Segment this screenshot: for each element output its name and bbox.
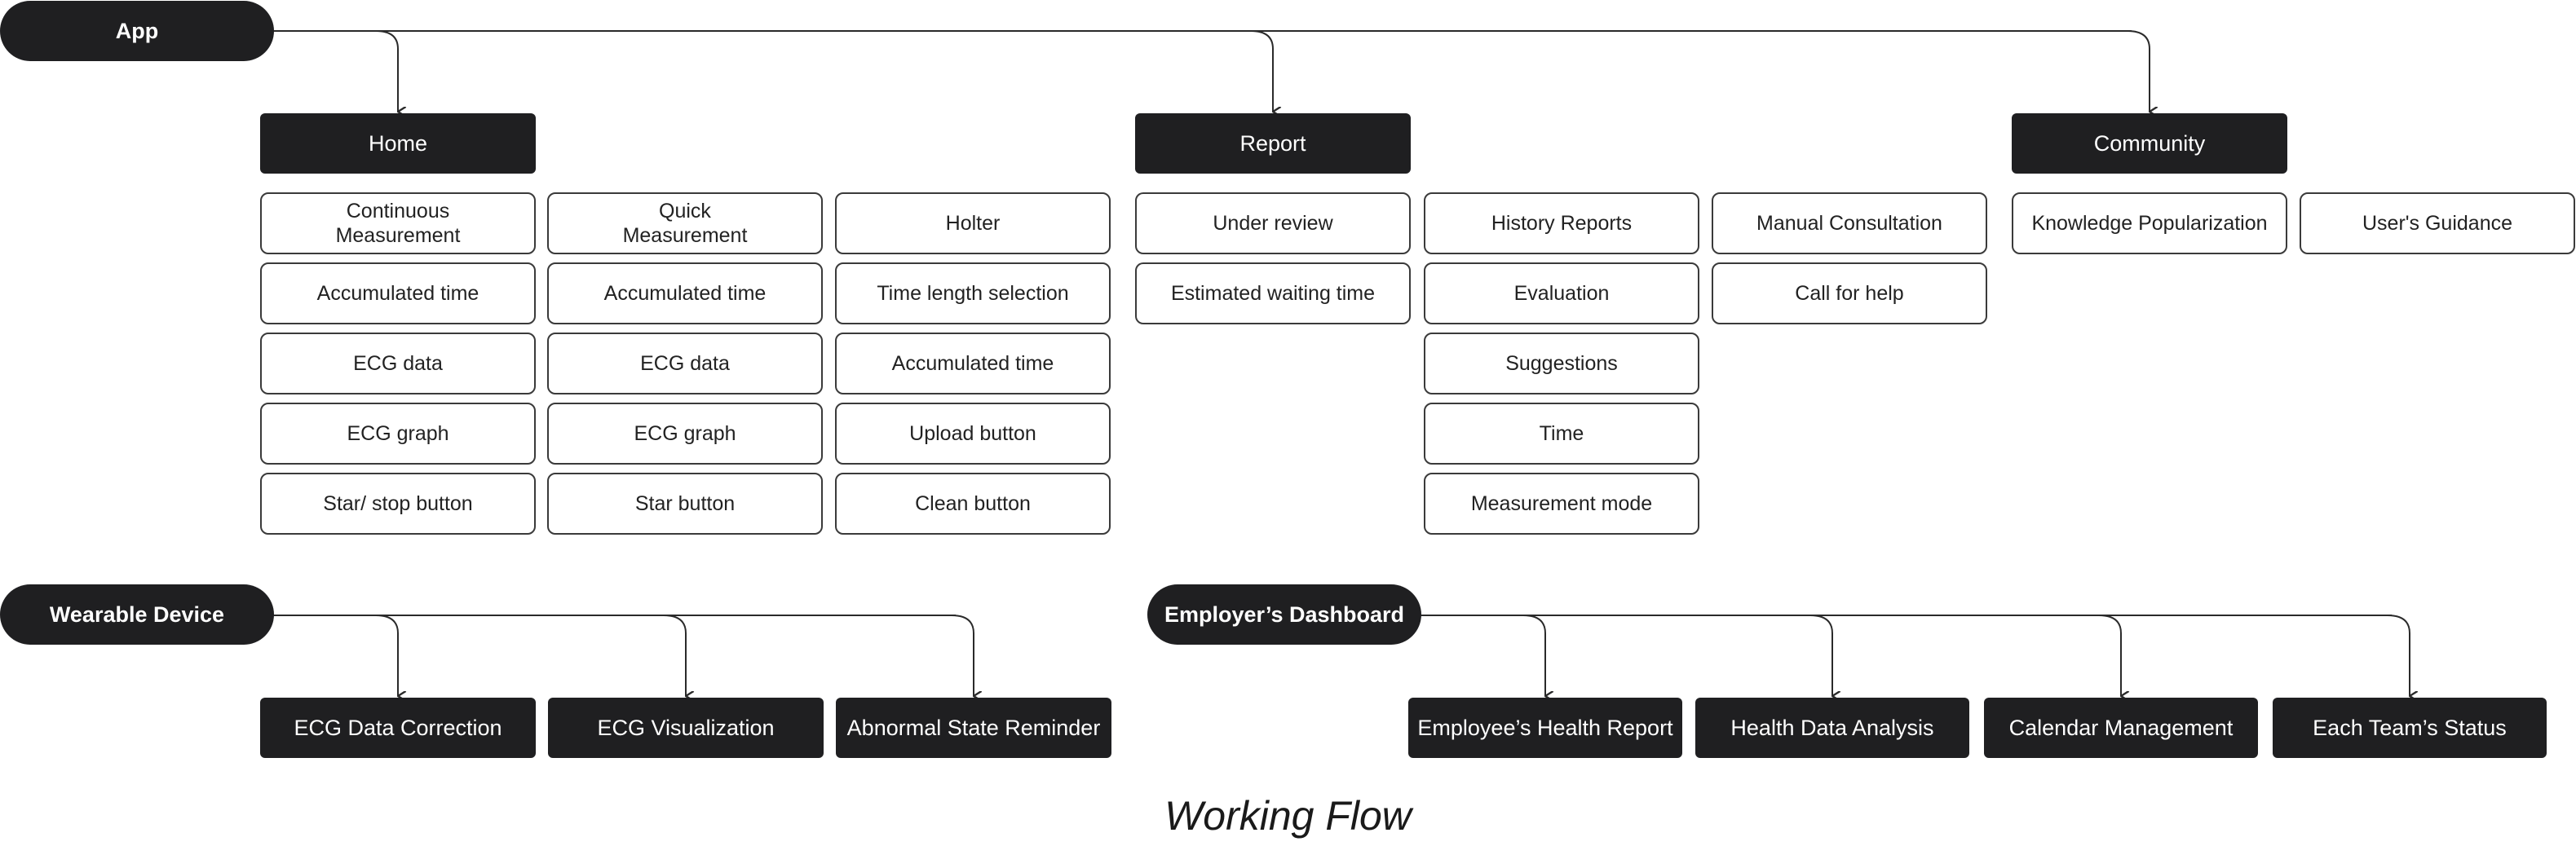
wearable-node-ecg-data-correction: ECG Data Correction (260, 698, 536, 758)
wearable-connector-2 (951, 615, 974, 696)
diagram-title: Working Flow (1164, 793, 1412, 839)
community-item-knowledge-popularization: Knowledge Popularization (2012, 192, 2287, 254)
report-item-call-for-help: Call for help (1712, 262, 1987, 324)
home-item-star-button: Star button (547, 473, 823, 535)
home-item-ecg-graph: ECG graph (260, 403, 536, 465)
employer-node-calendar-management: Calendar Management (1984, 698, 2258, 758)
wearable-node-abnormal-state-reminder: Abnormal State Reminder (836, 698, 1111, 758)
employer-connector-0 (1522, 615, 1545, 696)
home-item-continuous-measurement: Continuous Measurement (260, 192, 536, 254)
section-header-home: Home (260, 113, 536, 174)
home-item-star-stop-button: Star/ stop button (260, 473, 536, 535)
employer-node-each-team-s-status: Each Team’s Status (2273, 698, 2547, 758)
home-item-quick-measurement: Quick Measurement (547, 192, 823, 254)
app-connector-0 (375, 30, 398, 112)
employer-connector-2 (2098, 615, 2121, 696)
home-item-ecg-data: ECG data (547, 333, 823, 394)
home-item-accumulated-time: Accumulated time (547, 262, 823, 324)
report-item-time: Time (1424, 403, 1699, 465)
report-item-history-reports: History Reports (1424, 192, 1699, 254)
home-item-time-length-selection: Time length selection (835, 262, 1111, 324)
home-item-clean-button: Clean button (835, 473, 1111, 535)
wearable-node-ecg-visualization: ECG Visualization (548, 698, 824, 758)
employer-connector-1 (1809, 615, 1832, 696)
employer-node-employee-s-health-report: Employee’s Health Report (1408, 698, 1682, 758)
home-item-upload-button: Upload button (835, 403, 1111, 465)
report-item-evaluation: Evaluation (1424, 262, 1699, 324)
section-header-community: Community (2012, 113, 2287, 174)
app-connector-2 (2127, 30, 2150, 112)
home-item-ecg-data: ECG data (260, 333, 536, 394)
wearable-connector-0 (375, 615, 398, 696)
home-item-ecg-graph: ECG graph (547, 403, 823, 465)
app-connector-1 (1250, 30, 1273, 112)
home-item-accumulated-time: Accumulated time (260, 262, 536, 324)
employer-connector-3 (2387, 615, 2410, 696)
home-item-accumulated-time: Accumulated time (835, 333, 1111, 394)
report-item-suggestions: Suggestions (1424, 333, 1699, 394)
home-item-holter: Holter (835, 192, 1111, 254)
employer-root-node: Employer’s Dashboard (1147, 584, 1421, 645)
employer-node-health-data-analysis: Health Data Analysis (1695, 698, 1969, 758)
report-item-under-review: Under review (1135, 192, 1411, 254)
wearable-connector-1 (663, 615, 686, 696)
wearable-root-node: Wearable Device (0, 584, 274, 645)
report-item-manual-consultation: Manual Consultation (1712, 192, 1987, 254)
section-header-report: Report (1135, 113, 1411, 174)
community-item-user-s-guidance: User's Guidance (2300, 192, 2575, 254)
report-item-measurement-mode: Measurement mode (1424, 473, 1699, 535)
report-item-estimated-waiting-time: Estimated waiting time (1135, 262, 1411, 324)
app-root-node: App (0, 1, 274, 61)
